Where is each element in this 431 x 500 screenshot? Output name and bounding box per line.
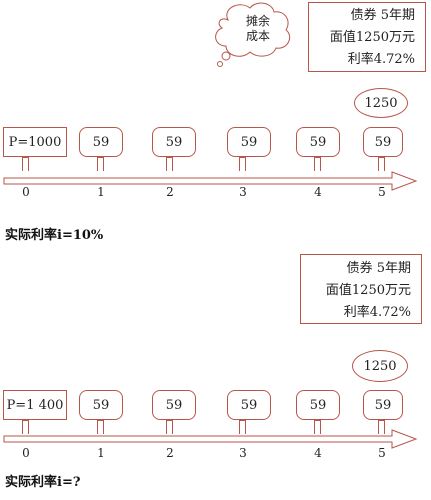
tick-label: 4 [314, 185, 322, 199]
tick-label: 5 [378, 185, 386, 199]
coupon-stem [378, 420, 385, 434]
tick-label: 1 [97, 446, 105, 460]
bond-coupon-rate: 利率4.72% [347, 52, 415, 67]
bond-face-value: 面值1250万元 [329, 30, 415, 45]
principal-box-2: P=1 400 [3, 390, 67, 420]
coupon-box-1-5: 59 [363, 127, 403, 157]
coupon-stem [97, 420, 104, 434]
cloud-line-2: 成本 [245, 29, 270, 43]
tick-label: 0 [22, 446, 30, 460]
bond-info-box-2: 债券 5年期 面值1250万元 利率4.72% [300, 254, 422, 324]
tick-label: 5 [378, 446, 386, 460]
coupon-stem [314, 157, 321, 171]
bond-term: 债券 5年期 [350, 8, 415, 23]
coupon-stem [314, 420, 321, 434]
tick-label: 2 [166, 446, 174, 460]
coupon-stem [239, 157, 246, 171]
principal-box-1: P=1000 [3, 127, 67, 157]
tick-label: 4 [314, 446, 322, 460]
coupon-box-1-2: 59 [152, 127, 196, 157]
timeline-arrow-1 [3, 171, 418, 191]
principal-stem-2 [22, 420, 29, 434]
timeline-arrow-2 [3, 429, 418, 449]
tick-label: 2 [166, 185, 174, 199]
coupon-box-1-4: 59 [296, 127, 340, 157]
coupon-stem [378, 157, 385, 171]
coupon-box-2-2: 59 [152, 390, 196, 420]
coupon-box-2-3: 59 [227, 390, 271, 420]
coupon-box-1-1: 59 [79, 127, 123, 157]
coupon-box-1-3: 59 [227, 127, 271, 157]
cloud-line-1: 摊余 [245, 14, 270, 28]
tick-label: 3 [239, 446, 247, 460]
effective-rate-label-2: 实际利率i=? [5, 475, 81, 490]
face-value-ellipse-1: 1250 [354, 88, 408, 118]
coupon-box-2-4: 59 [296, 390, 340, 420]
bond-info-box-1: 债券 5年期 面值1250万元 利率4.72% [308, 2, 426, 72]
tick-label: 1 [97, 185, 105, 199]
cloud-label: 摊余 成本 [238, 14, 278, 44]
coupon-box-2-1: 59 [79, 390, 123, 420]
coupon-stem [239, 420, 246, 434]
coupon-stem [166, 157, 173, 171]
bond-coupon-rate: 利率4.72% [343, 305, 411, 320]
face-value-ellipse-2: 1250 [352, 350, 408, 382]
coupon-stem [166, 420, 173, 434]
coupon-box-2-5: 59 [363, 390, 403, 420]
tick-label: 0 [22, 185, 30, 199]
bond-term: 债券 5年期 [346, 261, 411, 276]
coupon-stem [97, 157, 104, 171]
effective-rate-label-1: 实际利率i=10% [5, 228, 104, 243]
principal-stem-1 [22, 157, 29, 171]
tick-label: 3 [239, 185, 247, 199]
bond-face-value: 面值1250万元 [325, 283, 411, 298]
